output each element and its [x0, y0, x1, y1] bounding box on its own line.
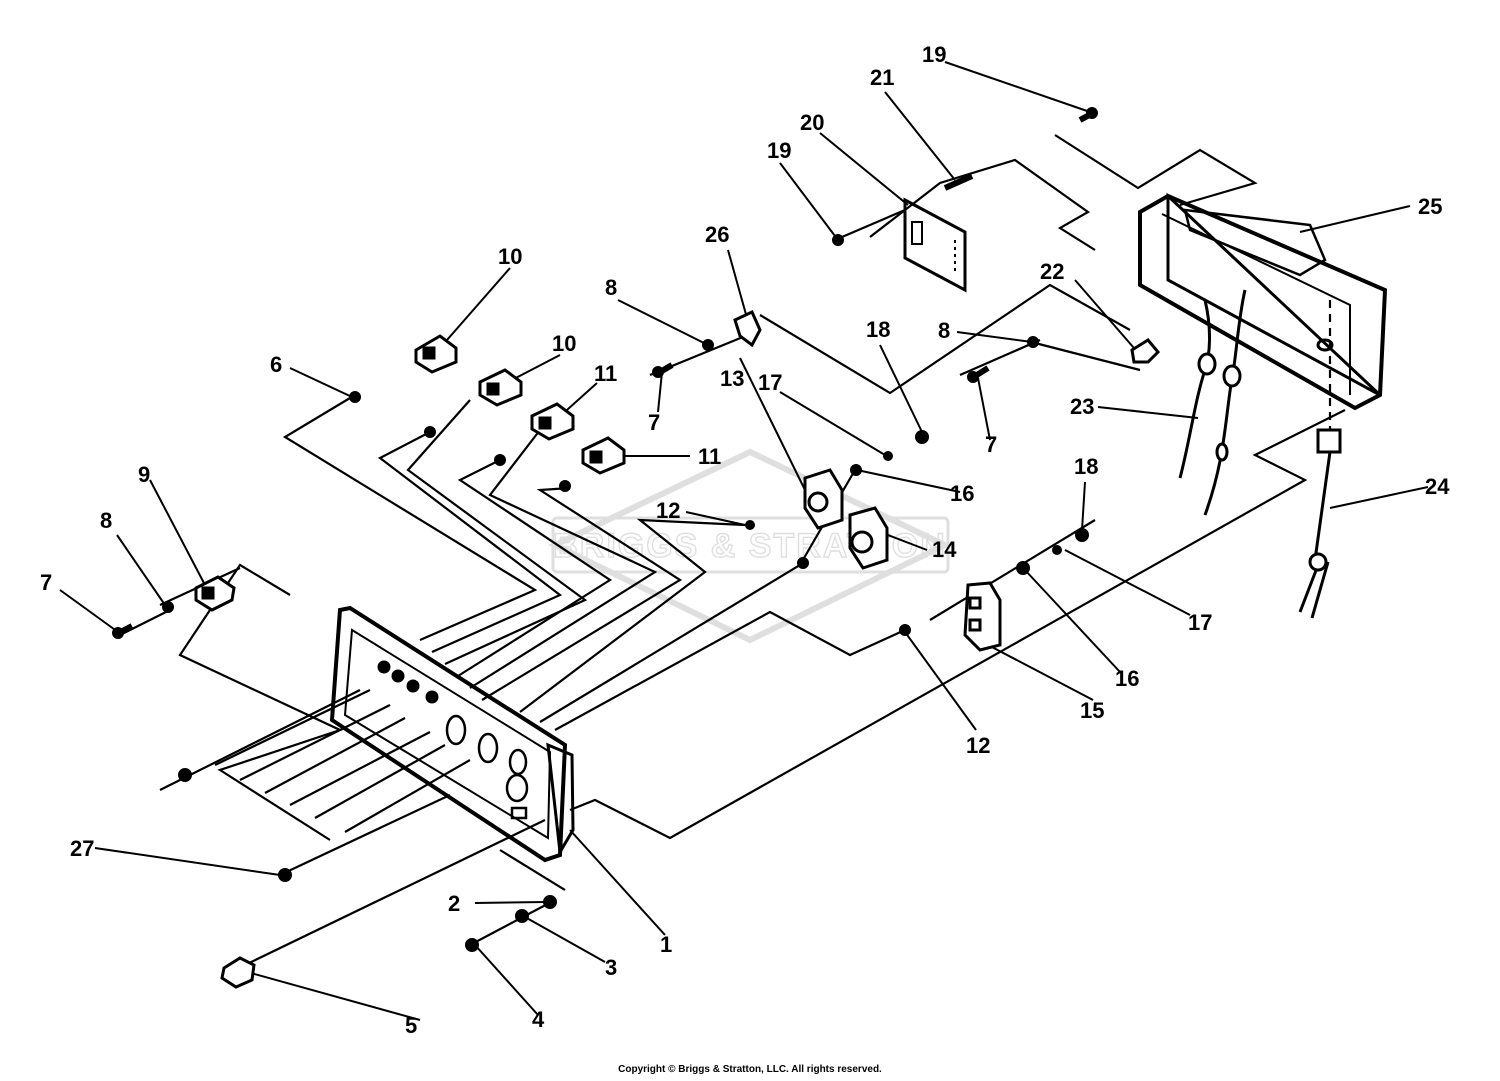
cord-24 — [1298, 428, 1342, 619]
callout-11-upper: 11 — [594, 361, 617, 386]
callout-6: 6 — [270, 352, 282, 377]
callout-10-lower: 10 — [552, 331, 576, 356]
callout-8-middle: 8 — [605, 275, 617, 300]
receptacle-14 — [848, 506, 889, 570]
receptacles — [803, 468, 889, 570]
callout-13: 13 — [720, 366, 744, 391]
callout-19-left: 19 — [767, 138, 791, 163]
callout-11-lower: 11 — [698, 444, 721, 469]
breaker-switches — [414, 334, 626, 475]
callout-14: 14 — [932, 537, 957, 562]
callout-3: 3 — [605, 955, 617, 980]
duplex-receptacle — [963, 581, 1002, 652]
callout-7-left: 7 — [40, 570, 52, 595]
callout-5: 5 — [405, 1013, 417, 1038]
callout-12-left: 12 — [656, 498, 680, 523]
callout-20: 20 — [800, 110, 824, 135]
grommet-22 — [1130, 338, 1161, 364]
callout-18-upper: 18 — [866, 317, 890, 342]
callout-8-right: 8 — [938, 318, 950, 343]
control-panel-plate — [329, 605, 575, 863]
callout-2: 2 — [448, 891, 460, 916]
callout-23: 23 — [1070, 394, 1094, 419]
clamp-26 — [733, 309, 762, 348]
callout-24: 24 — [1425, 474, 1450, 499]
callout-10-upper: 10 — [498, 244, 522, 269]
callout-1: 1 — [660, 932, 672, 957]
callout-26: 26 — [705, 222, 729, 247]
callout-21: 21 — [870, 65, 894, 90]
fuse — [943, 173, 974, 191]
callout-16-upper: 16 — [950, 481, 974, 506]
callout-15: 15 — [1080, 698, 1104, 723]
watermark: BRIGGS & STRATTON — [548, 448, 952, 644]
callout-17-upper: 17 — [758, 370, 782, 395]
breaker-10-lower — [478, 368, 523, 407]
breaker-10-upper — [414, 334, 458, 374]
callout-8-left: 8 — [100, 508, 112, 533]
breaker-11-upper — [530, 402, 575, 441]
switch-9 — [194, 575, 236, 612]
callout-7-middle: 7 — [648, 410, 660, 435]
callout-27: 27 — [70, 836, 94, 861]
callout-17-lower: 17 — [1188, 610, 1212, 635]
callout-12-right: 12 — [966, 733, 990, 758]
callout-4: 4 — [532, 1007, 545, 1032]
receptacle-13 — [803, 468, 844, 530]
circuit-board — [903, 197, 967, 293]
wire-harness-23 — [1178, 289, 1247, 516]
control-box-housing — [1138, 192, 1388, 411]
screws-washers — [112, 107, 1098, 952]
breaker-11-lower — [581, 436, 626, 475]
plug-5 — [220, 956, 256, 989]
callout-9: 9 — [138, 462, 150, 487]
callout-7-right: 7 — [985, 432, 997, 457]
wiring-lines — [119, 134, 1346, 966]
callout-22: 22 — [1040, 259, 1064, 284]
callout-18-lower: 18 — [1074, 454, 1098, 479]
copyright-notice: Copyright © Briggs & Stratton, LLC. All … — [618, 1064, 882, 1075]
callout-19-right: 19 — [922, 42, 946, 67]
callout-16-lower: 16 — [1115, 666, 1139, 691]
callout-25: 25 — [1418, 194, 1442, 219]
callout-labels: 1 2 3 4 5 6 7 7 7 8 8 8 9 10 10 11 11 12… — [40, 42, 1450, 1038]
leader-lines — [59, 61, 1429, 1021]
